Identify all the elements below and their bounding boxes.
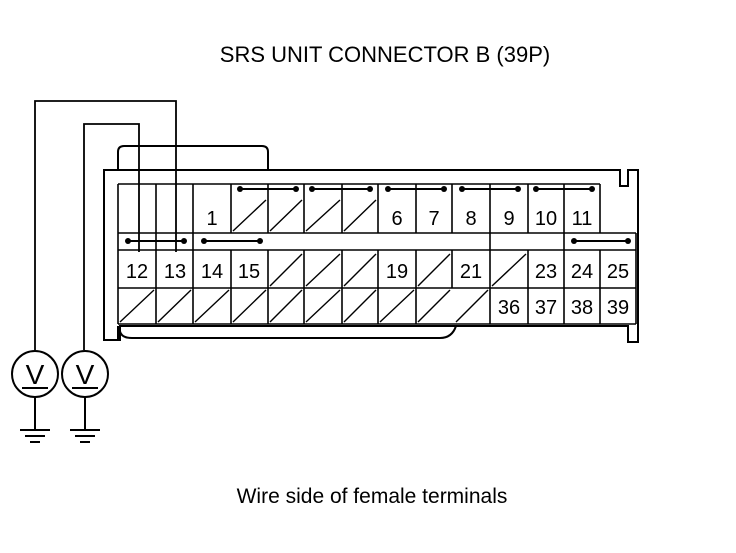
- terminal-9: 9: [503, 208, 514, 230]
- terminal-grid: [117, 183, 637, 325]
- terminal-7: 7: [428, 208, 439, 230]
- terminal-12: 12: [126, 261, 148, 283]
- voltmeter-right-symbol: V: [76, 359, 95, 390]
- terminal-8: 8: [465, 208, 476, 230]
- voltmeter-left-symbol: V: [26, 359, 45, 390]
- terminal-19: 19: [386, 261, 408, 283]
- housing-lower-rim: [118, 325, 457, 339]
- terminal-37: 37: [535, 297, 557, 319]
- terminal-23: 23: [535, 261, 557, 283]
- probe-wire-right: [83, 123, 140, 350]
- terminal-10: 10: [535, 208, 557, 230]
- terminal-14: 14: [201, 261, 223, 283]
- diagram-caption: Wire side of female terminals: [237, 485, 508, 508]
- terminal-11: 11: [572, 208, 593, 230]
- blank-cavities: [119, 199, 527, 323]
- terminal-1: 1: [206, 208, 217, 230]
- voltmeter-right: V: [61, 350, 109, 398]
- terminal-6: 6: [391, 208, 402, 230]
- terminal-24: 24: [571, 261, 593, 283]
- terminal-15: 15: [238, 261, 260, 283]
- terminal-39: 39: [607, 297, 629, 319]
- terminal-labels: 1 6 7 8 9 10 11 12 13 14 15 19 21 23 24 …: [126, 208, 629, 319]
- probe-wire-left: [34, 100, 177, 350]
- ground-symbol-right: [70, 397, 100, 443]
- ground-symbol-left: [20, 397, 50, 443]
- shorting-bars: [128, 188, 628, 242]
- shorting-bar-ends: [125, 186, 631, 244]
- diagram-title: SRS UNIT CONNECTOR B (39P): [220, 42, 550, 67]
- terminal-25: 25: [607, 261, 629, 283]
- terminal-13: 13: [164, 261, 186, 283]
- connector-latch: [117, 145, 269, 170]
- connector-housing: [103, 169, 639, 343]
- terminal-21: 21: [460, 261, 482, 283]
- voltmeter-left: V: [11, 350, 59, 398]
- terminal-36: 36: [498, 297, 520, 319]
- terminal-38: 38: [571, 297, 593, 319]
